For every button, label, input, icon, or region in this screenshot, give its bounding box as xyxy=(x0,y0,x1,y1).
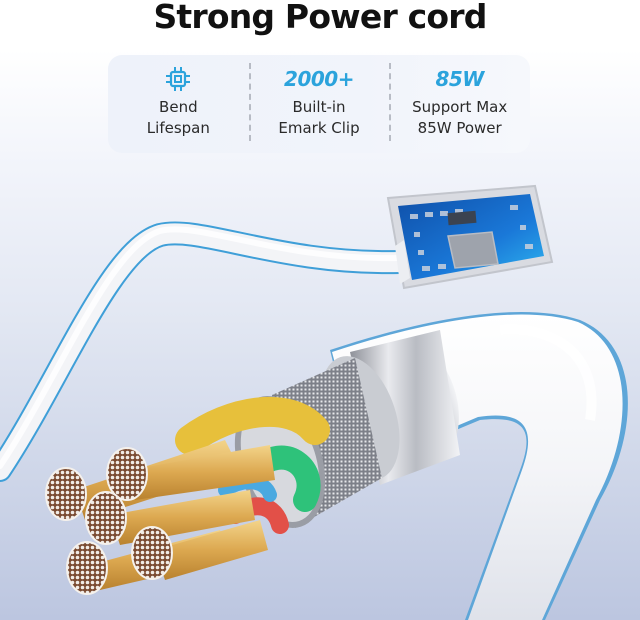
page-title: Strong Power cord xyxy=(153,0,487,36)
feature-headline: 85W xyxy=(435,67,484,91)
feature-text: Support Max 85W Power xyxy=(412,98,508,137)
feature-85w-power: 85W Support Max 85W Power xyxy=(389,55,530,153)
feature-text: Built-in Emark Clip xyxy=(278,98,360,137)
strand-end-5 xyxy=(131,526,173,580)
strand-end-1 xyxy=(45,467,87,521)
copper-cores xyxy=(45,440,275,595)
emark-chip-module xyxy=(386,184,554,290)
feature-bend-lifespan: Bend Lifespan xyxy=(108,55,249,153)
feature-text: Bend Lifespan xyxy=(146,98,210,137)
feature-emark-clip: 2000+ Built-in Emark Clip xyxy=(248,55,390,153)
strand-end-4 xyxy=(66,541,108,595)
feature-headline: 2000+ xyxy=(284,67,354,91)
strand-end-2 xyxy=(106,447,148,501)
chip-icon xyxy=(165,66,191,92)
thin-cable xyxy=(0,221,412,482)
strand-end-3 xyxy=(85,491,127,545)
feature-banner: Bend Lifespan 2000+ Built-in Emark Clip … xyxy=(108,55,530,153)
